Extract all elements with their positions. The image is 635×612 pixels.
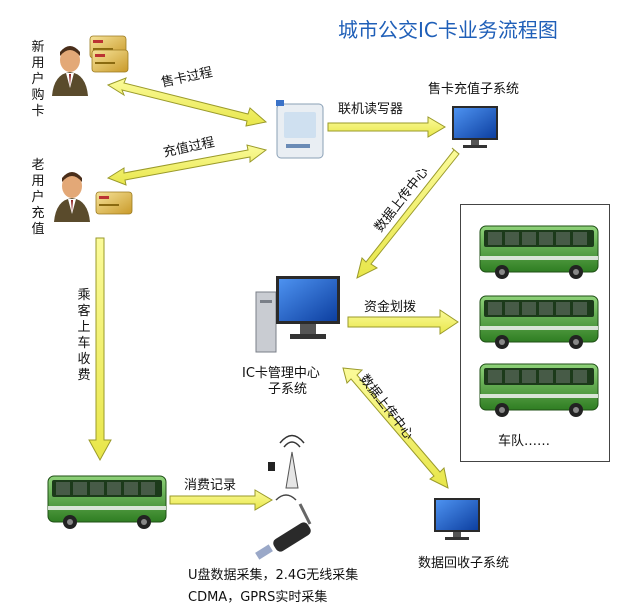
consumption-record-label: 消费记录 — [184, 478, 237, 493]
card-reader-icon — [276, 100, 324, 159]
main-bus-icon — [47, 475, 167, 530]
arrow-data-upload-1 — [356, 147, 460, 279]
new-user-label: 新用户购卡 — [31, 40, 45, 119]
arrow-to-recharge-system — [327, 116, 446, 138]
usb-drive-icon — [255, 494, 312, 560]
fund-allocation-label: 资金划拨 — [364, 300, 417, 315]
arrow-group — [88, 77, 460, 511]
collection-methods-line2: CDMA，GPRS实时采集 — [188, 590, 328, 605]
wireless-tower-icon — [268, 434, 305, 489]
new-user-customer-icon — [52, 46, 88, 96]
arrow-passenger-fare — [88, 237, 112, 462]
passenger-fare-label: 乘客上车收费 — [77, 288, 91, 383]
fleet-label: 车队…… — [498, 434, 551, 449]
arrow-sell-card — [106, 77, 268, 127]
page-title: 城市公交IC卡业务流程图 — [338, 18, 558, 42]
old-user-label: 老用户充值 — [31, 158, 45, 237]
ic-center-label: IC卡管理中心 — [242, 366, 320, 381]
online-reader-label: 联机读写器 — [338, 102, 404, 117]
recovery-system-label: 数据回收子系统 — [418, 556, 510, 571]
arrow-data-upload-2 — [342, 367, 449, 489]
server-pc-icon — [255, 276, 340, 353]
ic-center-sublabel: 子系统 — [268, 382, 308, 397]
recharge-system-label: 售卡充值子系统 — [428, 82, 520, 97]
fleet-box — [460, 204, 610, 462]
arrow-fund-allocation — [347, 309, 459, 335]
recovery-system-monitor-icon — [434, 498, 480, 540]
arrow-consumption — [169, 489, 273, 511]
collection-methods-line1: U盘数据采集，2.4G无线采集 — [188, 568, 359, 583]
old-user-customer-icon — [54, 172, 90, 222]
arrow-recharge — [106, 144, 268, 186]
ic-card-icon-2 — [91, 49, 129, 73]
recharge-system-monitor-icon — [452, 106, 498, 148]
ic-card-icon-3 — [95, 191, 133, 215]
